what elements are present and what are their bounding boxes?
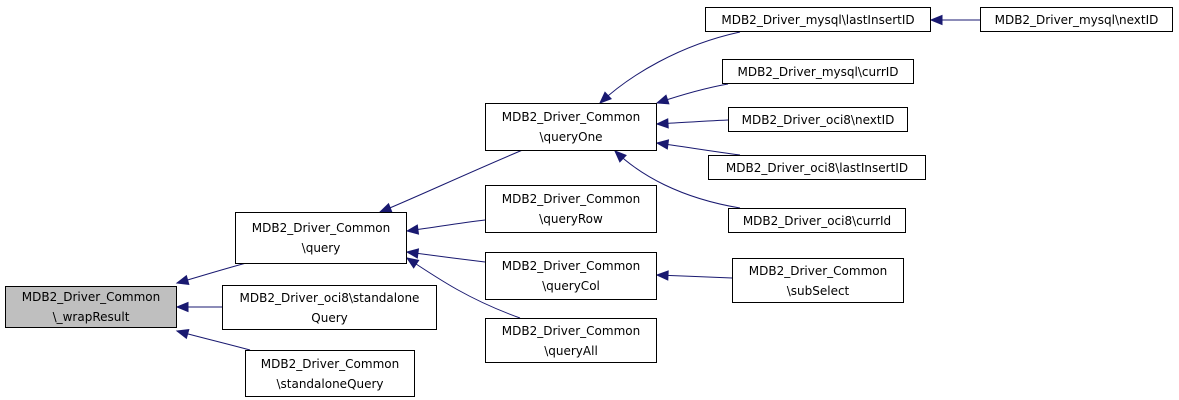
node-subselect[interactable]: MDB2_Driver_Common \subSelect bbox=[732, 258, 904, 303]
node-oci8-nextid[interactable]: MDB2_Driver_oci8\nextID bbox=[728, 107, 908, 132]
node-label-line: MDB2_Driver_mysql\currID bbox=[737, 64, 899, 79]
edge-mysql_currID-to-queryOne bbox=[655, 83, 729, 105]
node-query[interactable]: MDB2_Driver_Common \query bbox=[235, 212, 407, 264]
node-label-line: MDB2_Driver_Common bbox=[501, 110, 641, 124]
edge-oci8_standaloneQuery-to-wrapResult bbox=[175, 301, 223, 313]
edge-oci8_currId-to-queryOne bbox=[614, 150, 741, 209]
edge-arrowhead bbox=[655, 94, 670, 105]
node-label-line: MDB2_Driver_Common bbox=[260, 356, 400, 371]
node-label-line: MDB2_Driver_Common bbox=[501, 192, 641, 206]
edge-arrowhead bbox=[405, 257, 420, 269]
node-label-line: \queryCol bbox=[542, 279, 600, 293]
node-label-line: \queryRow bbox=[539, 212, 603, 226]
node-oci8-currid[interactable]: MDB2_Driver_oci8\currId bbox=[728, 208, 906, 233]
edge-queryCol-to-query bbox=[405, 248, 486, 263]
node-label-line: MDB2_Driver_oci8\currId bbox=[742, 213, 892, 228]
node-label-line: MDB2_Driver_mysql\lastInsertID bbox=[721, 12, 915, 27]
node-mysql-nextid[interactable]: MDB2_Driver_mysql\nextID bbox=[980, 7, 1173, 32]
edge-mysql_lastInsertID-to-queryOne bbox=[599, 31, 741, 104]
edge-oci8_nextID-to-queryOne bbox=[655, 118, 729, 129]
node-mysql-lastinsertid[interactable]: MDB2_Driver_mysql\lastInsertID bbox=[705, 7, 931, 32]
node-label-line: MDB2_Driver_mysql\nextID bbox=[994, 12, 1159, 27]
edge-arrowhead bbox=[405, 224, 420, 235]
edge-arrowhead bbox=[655, 139, 670, 150]
node-label-line: \queryOne bbox=[539, 130, 603, 144]
edge-arrowhead bbox=[599, 91, 612, 104]
node-label-line: MDB2_Driver_Common bbox=[748, 263, 888, 278]
edge-arrowhead bbox=[378, 202, 393, 213]
node-queryrow[interactable]: MDB2_Driver_Common \queryRow bbox=[485, 185, 657, 233]
node-label-line: \_wrapResult bbox=[52, 310, 130, 324]
edge-arrowhead bbox=[655, 270, 669, 281]
edge-arrowhead bbox=[175, 301, 189, 313]
edge-arrowhead bbox=[405, 248, 420, 259]
edge-subSelect-to-queryCol bbox=[655, 270, 733, 281]
node-label-line: MDB2_Driver_Common bbox=[501, 259, 641, 273]
node-label-line: MDB2_Driver_Common bbox=[501, 323, 641, 338]
edge-queryAll-to-query bbox=[405, 257, 521, 319]
edge-mysql_nextID-to-mysql_lastInsertID bbox=[929, 14, 980, 26]
edge-arrowhead bbox=[175, 274, 190, 285]
node-queryone[interactable]: MDB2_Driver_Common \queryOne bbox=[485, 103, 657, 151]
node-queryall[interactable]: MDB2_Driver_Common \queryAll bbox=[485, 318, 657, 363]
node-mysql-currid[interactable]: MDB2_Driver_mysql\currID bbox=[722, 59, 914, 84]
edge-arrowhead bbox=[614, 150, 627, 163]
edge-arrowhead bbox=[175, 329, 190, 340]
edge-common_standaloneQuery-to-wrapResult bbox=[175, 329, 251, 351]
node-label-line: MDB2_Driver_Common bbox=[251, 221, 391, 235]
node-label-line: MDB2_Driver_oci8\standalone bbox=[239, 290, 420, 305]
node-common-standalonequery[interactable]: MDB2_Driver_Common \standaloneQuery bbox=[245, 350, 415, 397]
node-label-line: MDB2_Driver_oci8\lastInsertID bbox=[725, 160, 909, 175]
node-label-line: \subSelect bbox=[786, 283, 850, 298]
edge-query-to-wrapResult bbox=[175, 261, 251, 285]
edge-arrowhead bbox=[929, 14, 943, 26]
node-label-line: \query bbox=[301, 241, 341, 255]
node-label-line: Query bbox=[311, 310, 348, 325]
node-oci8-lastinsertid[interactable]: MDB2_Driver_oci8\lastInsertID bbox=[708, 155, 926, 180]
node-label-line: \queryAll bbox=[544, 343, 598, 358]
node-querycol[interactable]: MDB2_Driver_Common \queryCol bbox=[485, 252, 657, 300]
edge-oci8_lastInsertID-to-queryOne bbox=[655, 139, 741, 156]
edge-arrowhead bbox=[655, 118, 669, 129]
node-wrapresult[interactable]: MDB2_Driver_Common \_wrapResult bbox=[5, 286, 177, 328]
node-label-line: MDB2_Driver_Common bbox=[21, 290, 161, 304]
node-label-line: \standaloneQuery bbox=[276, 376, 384, 391]
edge-queryRow-to-query bbox=[405, 219, 486, 235]
node-label-line: MDB2_Driver_oci8\nextID bbox=[741, 112, 895, 127]
